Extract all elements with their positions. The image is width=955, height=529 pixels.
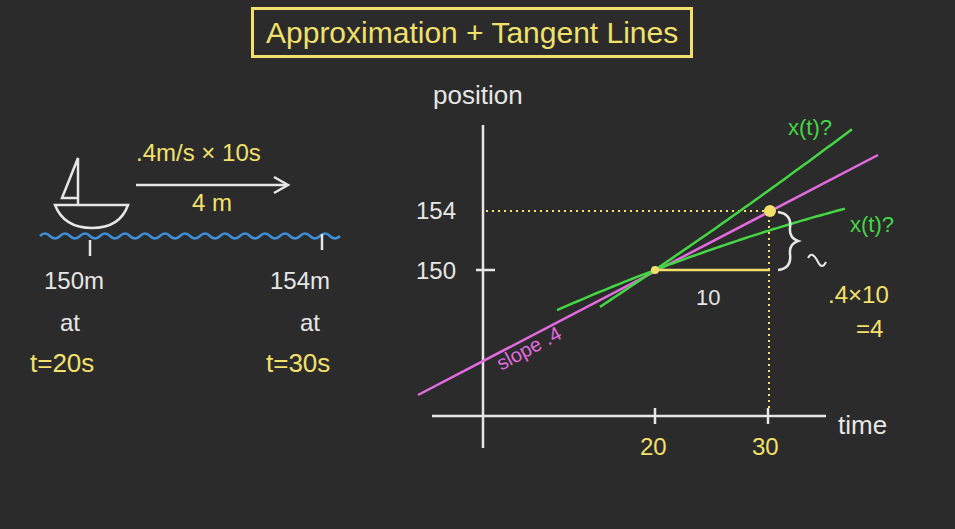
time-label: t=20s	[30, 350, 94, 377]
note: at	[300, 310, 320, 335]
tick-label: 30	[752, 434, 779, 459]
axis-tick	[654, 408, 657, 424]
position-label: 154m	[270, 268, 330, 293]
axis-tick	[767, 408, 770, 424]
water-line	[40, 234, 340, 239]
axis-label: position	[433, 82, 523, 109]
axis-label: time	[838, 412, 887, 439]
note: at	[60, 310, 80, 335]
position-tick	[89, 240, 92, 256]
rise-calc: .4×10	[828, 282, 889, 307]
boat-hull	[55, 205, 128, 228]
position-tick	[321, 234, 324, 250]
time-label: t=30s	[266, 350, 330, 377]
slope-label: slope .4	[493, 323, 565, 374]
curve-label: x(t)?	[850, 213, 894, 236]
tick-label: 150	[416, 258, 456, 283]
curve-label: x(t)?	[788, 116, 832, 139]
estimate-point	[764, 205, 776, 217]
y-axis	[482, 125, 485, 448]
speed-note: .4m/s × 10s	[136, 140, 261, 165]
axis-tick	[476, 269, 495, 272]
position-curve	[557, 209, 845, 311]
leader-mark	[808, 255, 826, 266]
motion-arrow	[136, 184, 286, 187]
position-label: 150m	[44, 268, 104, 293]
tick-label: 154	[416, 198, 456, 223]
tick-label: 20	[640, 434, 667, 459]
title-box: Approximation + Tangent Lines	[251, 7, 693, 58]
run-label: 10	[696, 286, 720, 309]
arrow-head	[274, 177, 288, 193]
run-line	[655, 269, 770, 272]
distance-label: 4 m	[192, 190, 232, 215]
guide-line	[768, 214, 770, 412]
rise-brace	[778, 212, 798, 270]
guide-line	[486, 210, 766, 212]
tangent-point	[651, 266, 659, 274]
rise-calc: =4	[856, 316, 883, 341]
boat-sail	[62, 158, 78, 205]
